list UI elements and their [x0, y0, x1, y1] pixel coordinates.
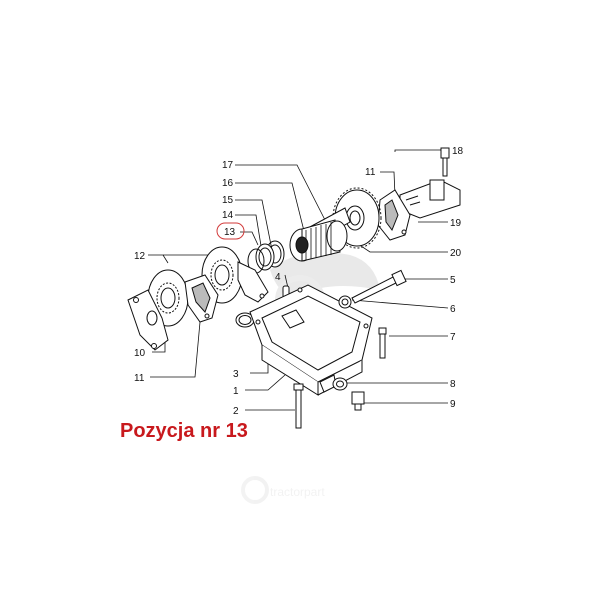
- label-1: 1: [233, 386, 239, 397]
- label-3: 3: [233, 369, 239, 380]
- label-17: 17: [222, 160, 234, 171]
- label-16: 16: [222, 178, 234, 189]
- label-11-bottom: 11: [134, 373, 145, 384]
- label-8: 8: [450, 379, 456, 390]
- bolt-18: [440, 147, 450, 177]
- label-5: 5: [450, 275, 456, 286]
- bolt-7: [378, 327, 387, 359]
- label-4: 4: [275, 272, 281, 283]
- washer-6: [338, 295, 352, 309]
- washer-8: [332, 377, 348, 391]
- part-labels: 18 17 16 15 14 13 11 19 20 12 4 5 6 7 10…: [134, 146, 464, 417]
- label-14: 14: [222, 210, 234, 221]
- ring-14: [255, 243, 275, 271]
- drain-plug-9: [351, 391, 365, 411]
- svg-text:tractorpart: tractorpart: [270, 485, 325, 499]
- splined-hub-16: [289, 219, 348, 262]
- watermark-logo-faint: tractorpart: [241, 476, 325, 504]
- selector-block-19: [399, 179, 461, 219]
- brake-bracket-11-middle: [237, 261, 269, 303]
- label-13: 13: [224, 227, 236, 238]
- label-11-top: 11: [365, 167, 376, 178]
- label-19: 19: [450, 218, 462, 229]
- bolt-2: [293, 383, 304, 429]
- cover-plate-10: [127, 289, 169, 351]
- label-10: 10: [134, 348, 146, 359]
- label-20: 20: [450, 248, 462, 259]
- label-7: 7: [450, 332, 456, 343]
- label-6: 6: [450, 304, 456, 315]
- position-caption: Pozycja nr 13: [120, 420, 248, 442]
- brake-bracket-11-lower: [184, 274, 219, 323]
- brake-bracket-11-top: [377, 189, 411, 241]
- label-18: 18: [452, 146, 464, 157]
- bolt-5: [351, 269, 407, 304]
- label-2: 2: [233, 406, 239, 417]
- highlight-13-circle: [216, 222, 245, 240]
- label-9: 9: [450, 399, 456, 410]
- label-12: 12: [134, 251, 146, 262]
- label-15: 15: [222, 195, 234, 206]
